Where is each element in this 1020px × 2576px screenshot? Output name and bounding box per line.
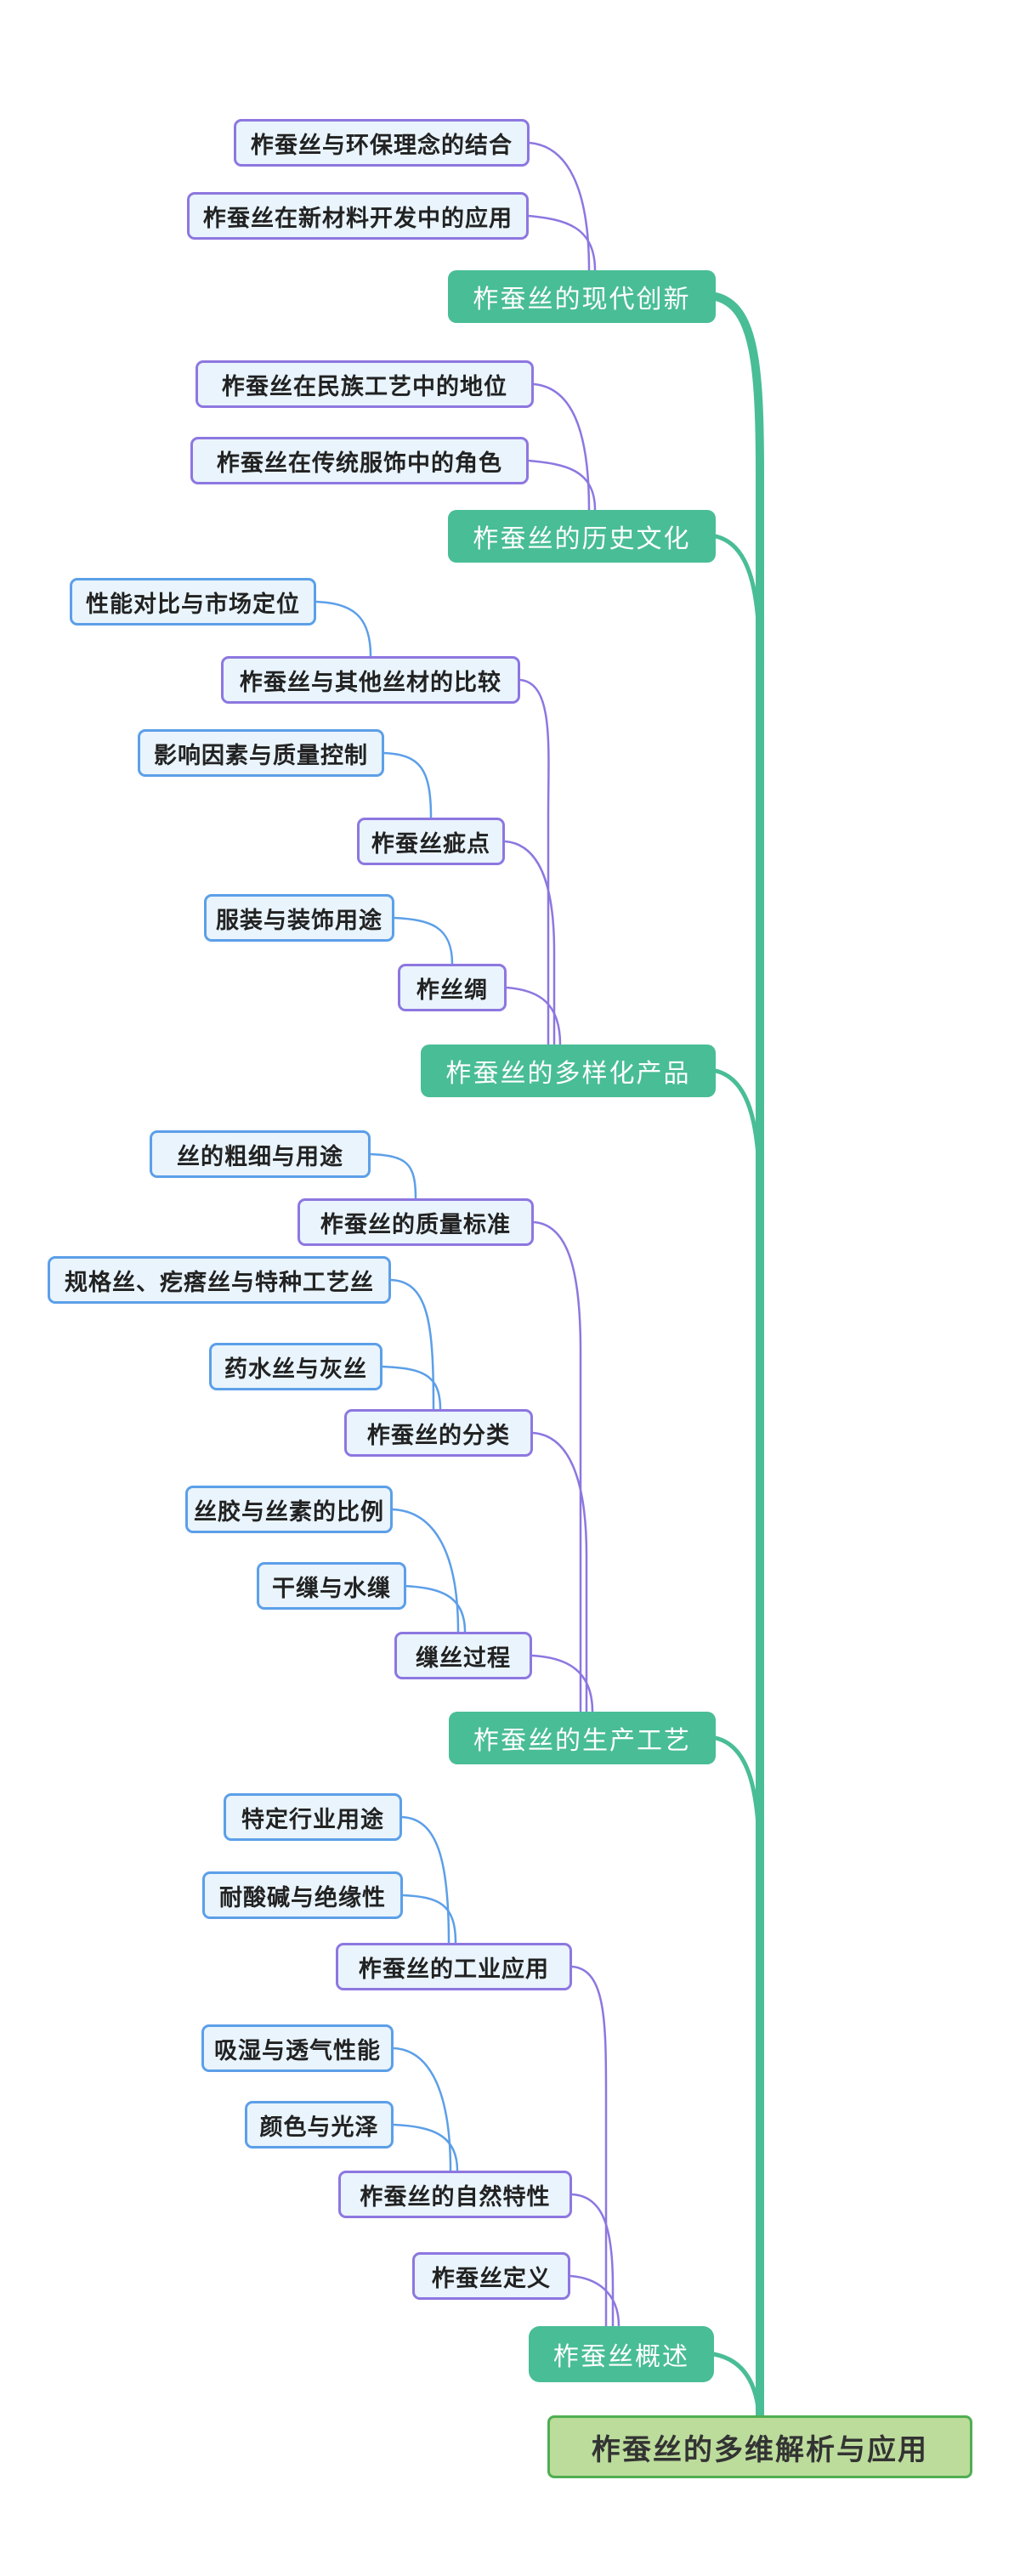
subtopic-node-silk-definition[interactable]: 柞蚕丝定义: [412, 2252, 570, 2300]
topic-node-diversified-products[interactable]: 柞蚕丝的多样化产品: [421, 1045, 716, 1097]
trunk-connector: [711, 292, 764, 2420]
detail-node-color-luster[interactable]: 颜色与光泽: [245, 2101, 394, 2149]
connector-compare-products: [519, 678, 550, 1045]
topic-node-production-process[interactable]: 柞蚕丝的生产工艺: [449, 1712, 716, 1764]
detail-node-spec-knot-special-silk[interactable]: 规格丝、疙瘩丝与特种工艺丝: [48, 1256, 391, 1304]
connector-history-trunk: [713, 534, 762, 672]
subtopic-node-silk-classification[interactable]: 柞蚕丝的分类: [344, 1409, 533, 1457]
connector-performance-compare: [315, 600, 372, 657]
subtopic-node-eco-concept[interactable]: 柞蚕丝与环保理念的结合: [234, 119, 530, 167]
connector-newmaterial-modern: [528, 214, 597, 271]
subtopic-node-reeling-process[interactable]: 缫丝过程: [394, 1632, 532, 1679]
subtopic-node-ethnic-craft[interactable]: 柞蚕丝在民族工艺中的地位: [196, 360, 534, 408]
connector-thickness-quality: [370, 1152, 417, 1199]
connector-products-trunk: [713, 1068, 762, 1205]
connector-moisture-natural: [393, 2047, 452, 2171]
connector-medicated-classify: [382, 1365, 442, 1410]
detail-node-factors-quality-control[interactable]: 影响因素与质量控制: [138, 729, 384, 777]
subtopic-node-silk-defects[interactable]: 柞蚕丝疵点: [357, 818, 505, 865]
detail-node-performance-positioning[interactable]: 性能对比与市场定位: [70, 578, 316, 626]
subtopic-node-new-material[interactable]: 柞蚕丝在新材料开发中的应用: [187, 192, 529, 240]
connector-drywet-reeling: [402, 1584, 467, 1633]
connector-clothing-tussahsilk: [394, 916, 454, 965]
detail-node-sericin-fibroin-ratio[interactable]: 丝胶与丝素的比例: [185, 1486, 393, 1533]
subtopic-node-traditional-costume[interactable]: 柞蚕丝在传统服饰中的角色: [190, 437, 529, 484]
connector-process-trunk: [713, 1735, 762, 1877]
subtopic-node-tussah-silk-fabric[interactable]: 柞丝绸: [398, 964, 507, 1011]
connector-defects-products: [504, 840, 556, 1045]
connector-industrial-overview: [571, 1965, 608, 2326]
topic-node-silk-overview[interactable]: 柞蚕丝概述: [529, 2326, 714, 2382]
connector-spec-classify: [390, 1278, 435, 1410]
connector-costume-history: [528, 459, 597, 511]
connector-eco-modern: [529, 141, 591, 271]
detail-node-clothing-decoration[interactable]: 服装与装饰用途: [204, 894, 394, 942]
connector-industryuse-industrial: [401, 1815, 450, 1944]
detail-node-moisture-breathability[interactable]: 吸湿与透气性能: [201, 2024, 394, 2072]
detail-node-industry-specific-use[interactable]: 特定行业用途: [224, 1793, 402, 1841]
connector-quality-process: [533, 1220, 582, 1712]
connector-definition-overview: [570, 2274, 620, 2327]
detail-node-thickness-usage[interactable]: 丝的粗细与用途: [150, 1130, 371, 1178]
subtopic-node-silk-comparison[interactable]: 柞蚕丝与其他丝材的比较: [221, 656, 520, 704]
connector-color-natural: [393, 2123, 459, 2171]
connector-ethnic-history: [533, 382, 591, 511]
connector-overview-trunk: [711, 2352, 762, 2418]
subtopic-node-natural-properties[interactable]: 柞蚕丝的自然特性: [338, 2171, 572, 2218]
connector-acid-industrial: [402, 1894, 457, 1944]
connector-factors-defects: [383, 751, 433, 818]
connector-reeling-process: [531, 1654, 594, 1713]
connector-natural-overview: [571, 2193, 615, 2326]
detail-node-dry-wet-reeling[interactable]: 干缫与水缫: [257, 1562, 406, 1610]
detail-node-medicated-gray-silk[interactable]: 药水丝与灰丝: [209, 1343, 382, 1390]
topic-node-history-culture[interactable]: 柞蚕丝的历史文化: [448, 510, 716, 563]
connector-tussahsilk-products: [506, 986, 562, 1045]
subtopic-node-industrial-application[interactable]: 柞蚕丝的工业应用: [336, 1943, 572, 1990]
topic-node-modern-innovation[interactable]: 柞蚕丝的现代创新: [448, 270, 716, 323]
detail-node-acid-alkali-insulation[interactable]: 耐酸碱与绝缘性: [202, 1871, 403, 1919]
connector-classify-process: [532, 1431, 588, 1712]
root-node[interactable]: 柞蚕丝的多维解析与应用: [547, 2415, 972, 2478]
subtopic-node-quality-standard[interactable]: 柞蚕丝的质量标准: [298, 1198, 534, 1246]
